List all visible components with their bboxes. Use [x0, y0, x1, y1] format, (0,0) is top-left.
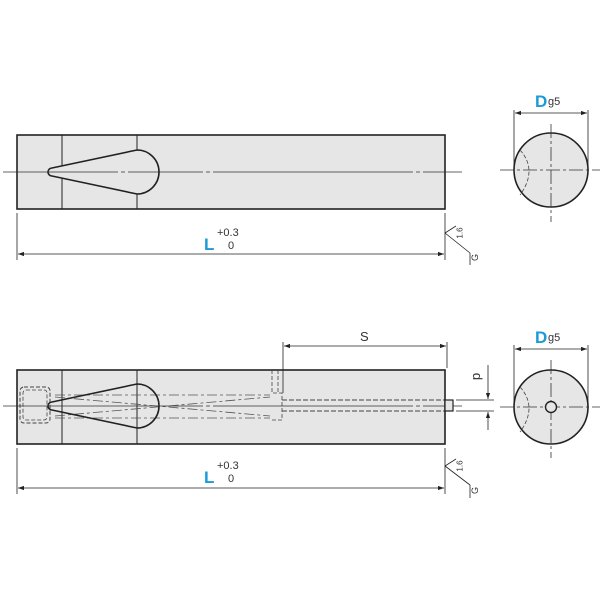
bottom-end-diameter-fit: g5 — [548, 332, 561, 344]
bottom-stroke-label: S — [360, 329, 369, 344]
bottom-length-tol-upper: +0.3 — [217, 460, 239, 472]
bottom-hidden-socket — [19, 386, 51, 424]
top-end-diameter-fit: g5 — [548, 96, 561, 108]
bottom-teardrop-slot — [47, 383, 160, 429]
top-end-view — [500, 110, 600, 222]
bottom-end-view — [500, 345, 600, 458]
bottom-pin-tip — [444, 399, 454, 412]
bottom-end-diameter-label: D — [535, 328, 548, 347]
top-end-hidden-arc — [519, 149, 530, 196]
bottom-side-view — [3, 342, 494, 498]
bottom-shaft-body — [16, 369, 446, 445]
top-grinding-symbol: G — [470, 253, 481, 262]
bottom-small-dia-label: d — [470, 372, 486, 381]
top-length-tol-upper: +0.3 — [217, 227, 239, 239]
top-roughness-symbol — [444, 225, 471, 265]
top-roughness-value: 1.6 — [455, 227, 465, 239]
top-end-diameter-label: D — [535, 92, 548, 111]
bottom-grinding-symbol: G — [470, 486, 481, 495]
top-length-tol-lower: 0 — [228, 240, 235, 252]
bottom-length-tol-lower: 0 — [228, 473, 235, 485]
bottom-length-label: L — [204, 468, 215, 487]
bottom-roughness-symbol — [444, 458, 471, 498]
top-side-view — [3, 134, 471, 265]
bottom-roughness-value: 1.6 — [455, 460, 465, 472]
top-length-label: L — [204, 235, 215, 254]
bottom-end-center-hole — [544, 400, 558, 414]
